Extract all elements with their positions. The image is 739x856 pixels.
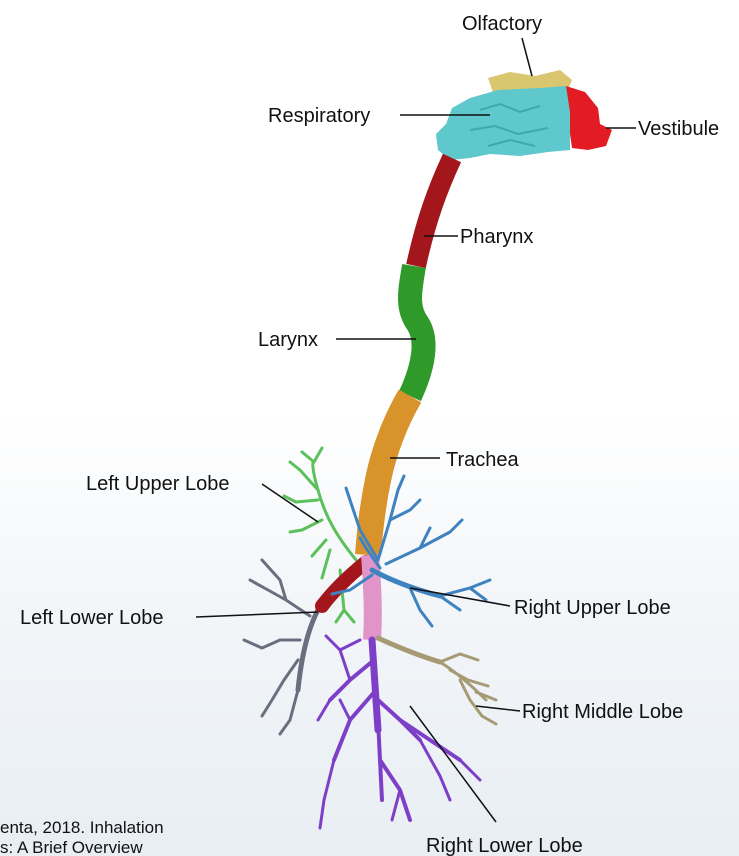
citation-line-2: s: A Brief Overview — [0, 838, 143, 856]
leader-olfactory — [522, 38, 532, 76]
region-labels: Olfactory Respiratory Vestibule Pharynx … — [20, 13, 719, 856]
label-vestibule: Vestibule — [638, 118, 719, 140]
right-middle-lobe-branches — [378, 638, 496, 724]
label-pharynx: Pharynx — [460, 226, 533, 248]
larynx-segment — [410, 266, 424, 396]
leader-left-lower-lobe — [196, 612, 318, 617]
label-left-lower-lobe: Left Lower Lobe — [20, 607, 163, 629]
label-respiratory: Respiratory — [268, 105, 370, 127]
left-upper-lobe-branches — [284, 448, 356, 622]
pharynx-segment — [416, 158, 452, 266]
citation-line-1: enta, 2018. Inhalation — [0, 818, 164, 837]
label-right-upper-lobe: Right Upper Lobe — [514, 597, 671, 619]
respiratory-region — [436, 86, 570, 160]
right-lower-lobe-branches — [318, 636, 480, 828]
leader-right-lower-lobe — [410, 706, 496, 822]
label-left-upper-lobe: Left Upper Lobe — [86, 473, 229, 495]
label-olfactory: Olfactory — [462, 13, 542, 35]
label-right-lower-lobe: Right Lower Lobe — [426, 835, 583, 856]
vestibule-region — [566, 86, 612, 150]
left-lower-lobe-branches — [244, 560, 324, 734]
label-larynx: Larynx — [258, 329, 318, 351]
label-right-middle-lobe: Right Middle Lobe — [522, 701, 683, 723]
label-trachea: Trachea — [446, 449, 520, 471]
leader-right-middle-lobe — [476, 706, 520, 711]
leader-left-upper-lobe — [262, 484, 318, 522]
